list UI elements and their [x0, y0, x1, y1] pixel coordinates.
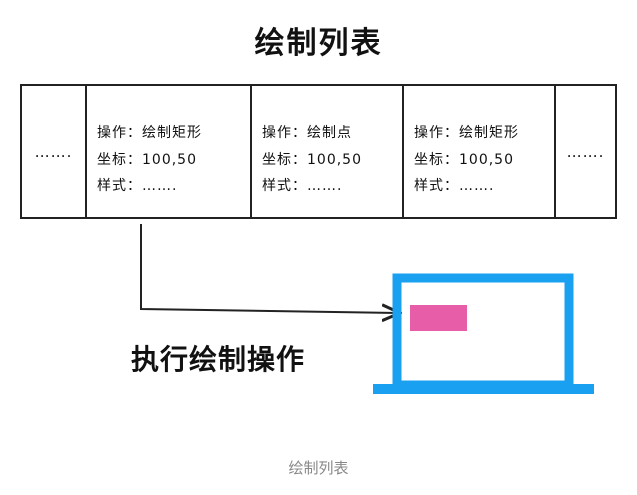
operation-text: 操作：绘制矩形: [97, 125, 202, 141]
title: 绘制列表: [254, 26, 383, 61]
figure-caption: 绘制列表: [288, 459, 349, 477]
coordinate-text: 坐标：100,50: [97, 152, 197, 168]
ellipsis-text: …….: [566, 142, 605, 161]
list-item-ellipsis-left: …….: [22, 86, 87, 217]
drawn-rectangle: [410, 305, 467, 331]
operation-text: 操作：绘制点: [262, 125, 352, 141]
list-item-draw-rect-1: 操作：绘制矩形 坐标：100,50 样式：…….: [87, 86, 252, 217]
execute-arrow: [140, 224, 400, 313]
monitor-base: [373, 384, 594, 394]
list-item-draw-rect-2: 操作：绘制矩形 坐标：100,50 样式：…….: [404, 86, 556, 217]
style-text: 样式：…….: [262, 178, 343, 194]
coordinate-text: 坐标：100,50: [262, 152, 362, 168]
style-text: 样式：…….: [414, 178, 495, 194]
monitor-icon: [373, 273, 594, 394]
execute-draw-label: 执行绘制操作: [131, 343, 306, 376]
display-list: ……. 操作：绘制矩形 坐标：100,50 样式：……. 操作：绘制点 坐标：1…: [20, 84, 617, 219]
ellipsis-text: …….: [34, 142, 73, 161]
list-item-draw-point: 操作：绘制点 坐标：100,50 样式：…….: [252, 86, 404, 217]
operation-text: 操作：绘制矩形: [414, 125, 519, 141]
list-item-ellipsis-right: …….: [556, 86, 615, 217]
style-text: 样式：…….: [97, 178, 178, 194]
coordinate-text: 坐标：100,50: [414, 152, 514, 168]
monitor-screen-frame: [392, 273, 574, 390]
